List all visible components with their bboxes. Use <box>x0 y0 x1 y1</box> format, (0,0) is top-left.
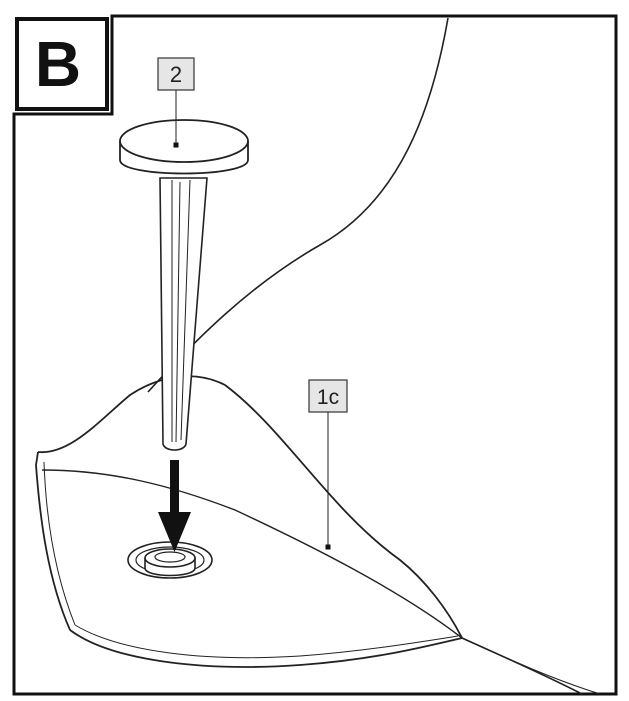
panel-letter: B <box>35 28 81 100</box>
callout-1c-label: 1c <box>317 386 339 409</box>
callout-part-1c: 1c <box>308 379 348 550</box>
diagram-frame <box>12 14 618 696</box>
callout-part-2: 2 <box>157 57 195 148</box>
stopper-plug-icon <box>119 119 249 451</box>
inflatable-outline-upper <box>147 17 449 393</box>
panel-label: B <box>15 17 109 111</box>
valve-icon <box>127 541 213 579</box>
insert-arrow-icon <box>158 460 191 552</box>
inflatable-body <box>35 375 601 695</box>
callout-2-label: 2 <box>170 62 182 87</box>
